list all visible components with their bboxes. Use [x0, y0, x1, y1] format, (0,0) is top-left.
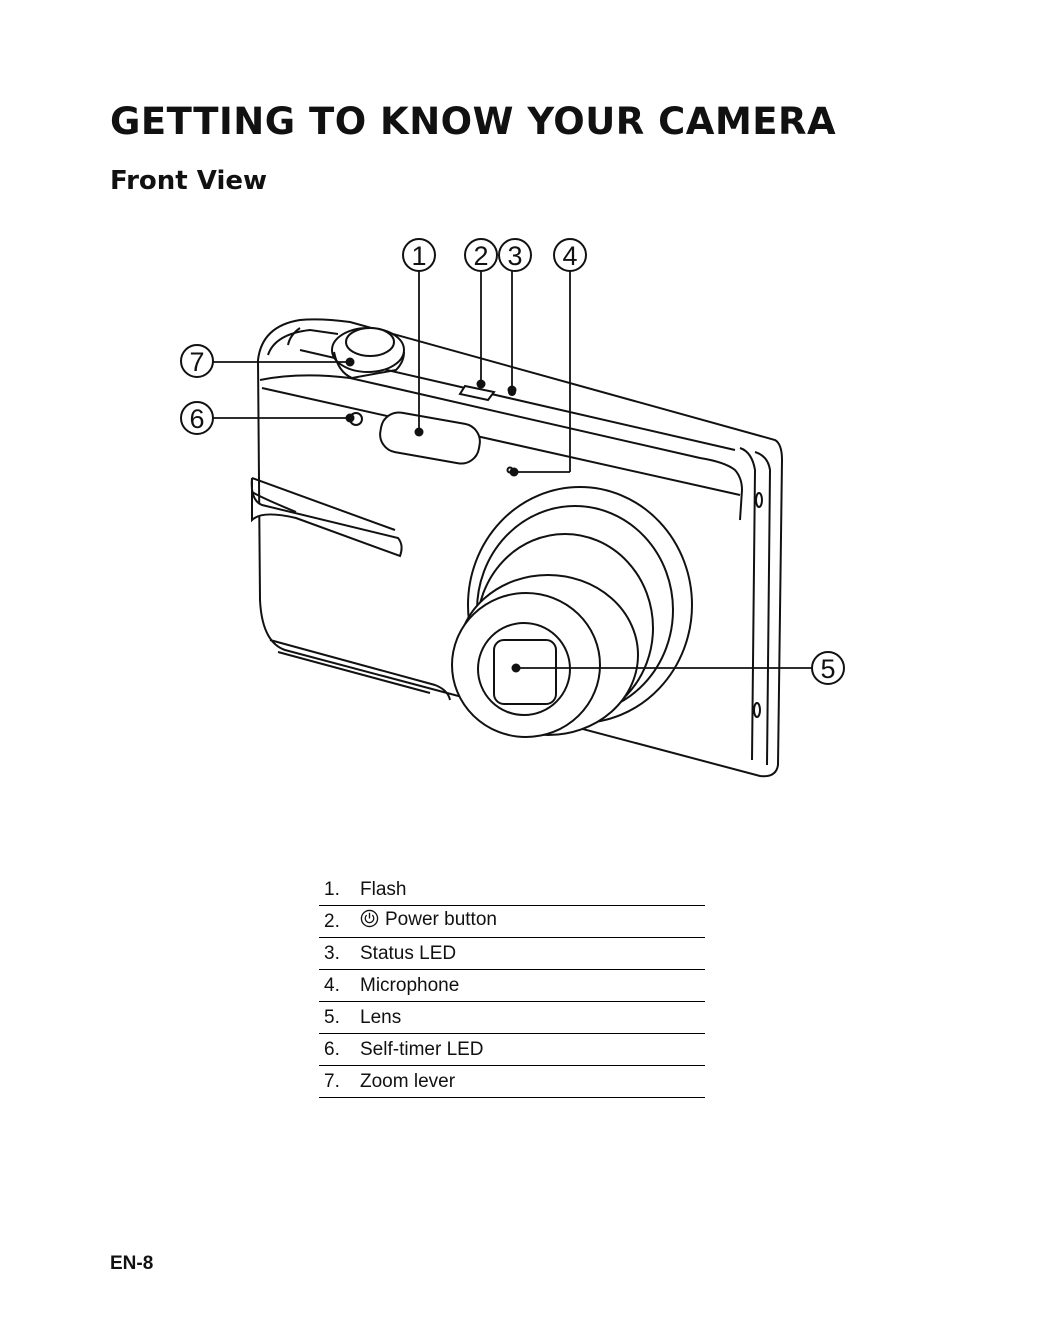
page-title: GETTING TO KNOW YOUR CAMERA [110, 100, 837, 143]
legend-row: 7. Zoom lever [319, 1065, 705, 1098]
legend-label: Flash [360, 874, 705, 906]
legend-row: 6. Self-timer LED [319, 1033, 705, 1066]
callout-3: 3 [498, 238, 532, 272]
leader-dots [345, 357, 521, 673]
legend-number: 5. [319, 1001, 360, 1034]
legend-row: 1. Flash [319, 874, 705, 906]
hand-grip [250, 477, 403, 558]
legend-number: 6. [319, 1033, 360, 1066]
camera-front-view-diagram: 1 2 3 4 5 6 7 [180, 238, 845, 778]
legend-label: Microphone [360, 969, 705, 1002]
callout-1: 1 [402, 238, 436, 272]
legend-number: 7. [319, 1065, 360, 1098]
legend-number: 2. [319, 905, 360, 938]
svg-text:3: 3 [507, 241, 522, 271]
flash-window-shape [379, 411, 481, 465]
callout-7: 7 [180, 344, 214, 378]
legend-number: 4. [319, 969, 360, 1002]
legend-row: 4. Microphone [319, 969, 705, 1002]
svg-text:6: 6 [189, 404, 204, 434]
legend-label: Self-timer LED [360, 1033, 705, 1066]
legend-label: Zoom lever [360, 1065, 705, 1098]
parts-legend: 1. Flash 2. Power button 3. Status LED 4… [319, 874, 705, 1098]
svg-text:1: 1 [411, 241, 426, 271]
callout-2: 2 [464, 238, 498, 272]
page-number: EN-8 [110, 1253, 154, 1274]
legend-row: 5. Lens [319, 1001, 705, 1034]
power-icon [360, 909, 379, 934]
legend-label: Power button [385, 909, 497, 930]
legend-number: 1. [319, 874, 360, 906]
svg-text:4: 4 [562, 241, 577, 271]
power-button-shape [458, 384, 496, 402]
svg-text:2: 2 [473, 241, 488, 271]
legend-row: 2. Power button [319, 905, 705, 938]
zoom-lever-shape [331, 327, 405, 380]
legend-label: Status LED [360, 937, 705, 970]
legend-number: 3. [319, 937, 360, 970]
svg-text:7: 7 [189, 347, 204, 377]
callout-6: 6 [180, 401, 214, 435]
section-title: Front View [110, 166, 268, 196]
leader-lines [213, 270, 812, 669]
legend-label-cell: Power button [360, 905, 705, 938]
legend-row: 3. Status LED [319, 937, 705, 970]
legend-label: Lens [360, 1001, 705, 1034]
callout-4: 4 [553, 238, 587, 272]
svg-text:5: 5 [820, 654, 835, 684]
lens-assembly [451, 486, 693, 738]
callout-5: 5 [811, 651, 845, 685]
